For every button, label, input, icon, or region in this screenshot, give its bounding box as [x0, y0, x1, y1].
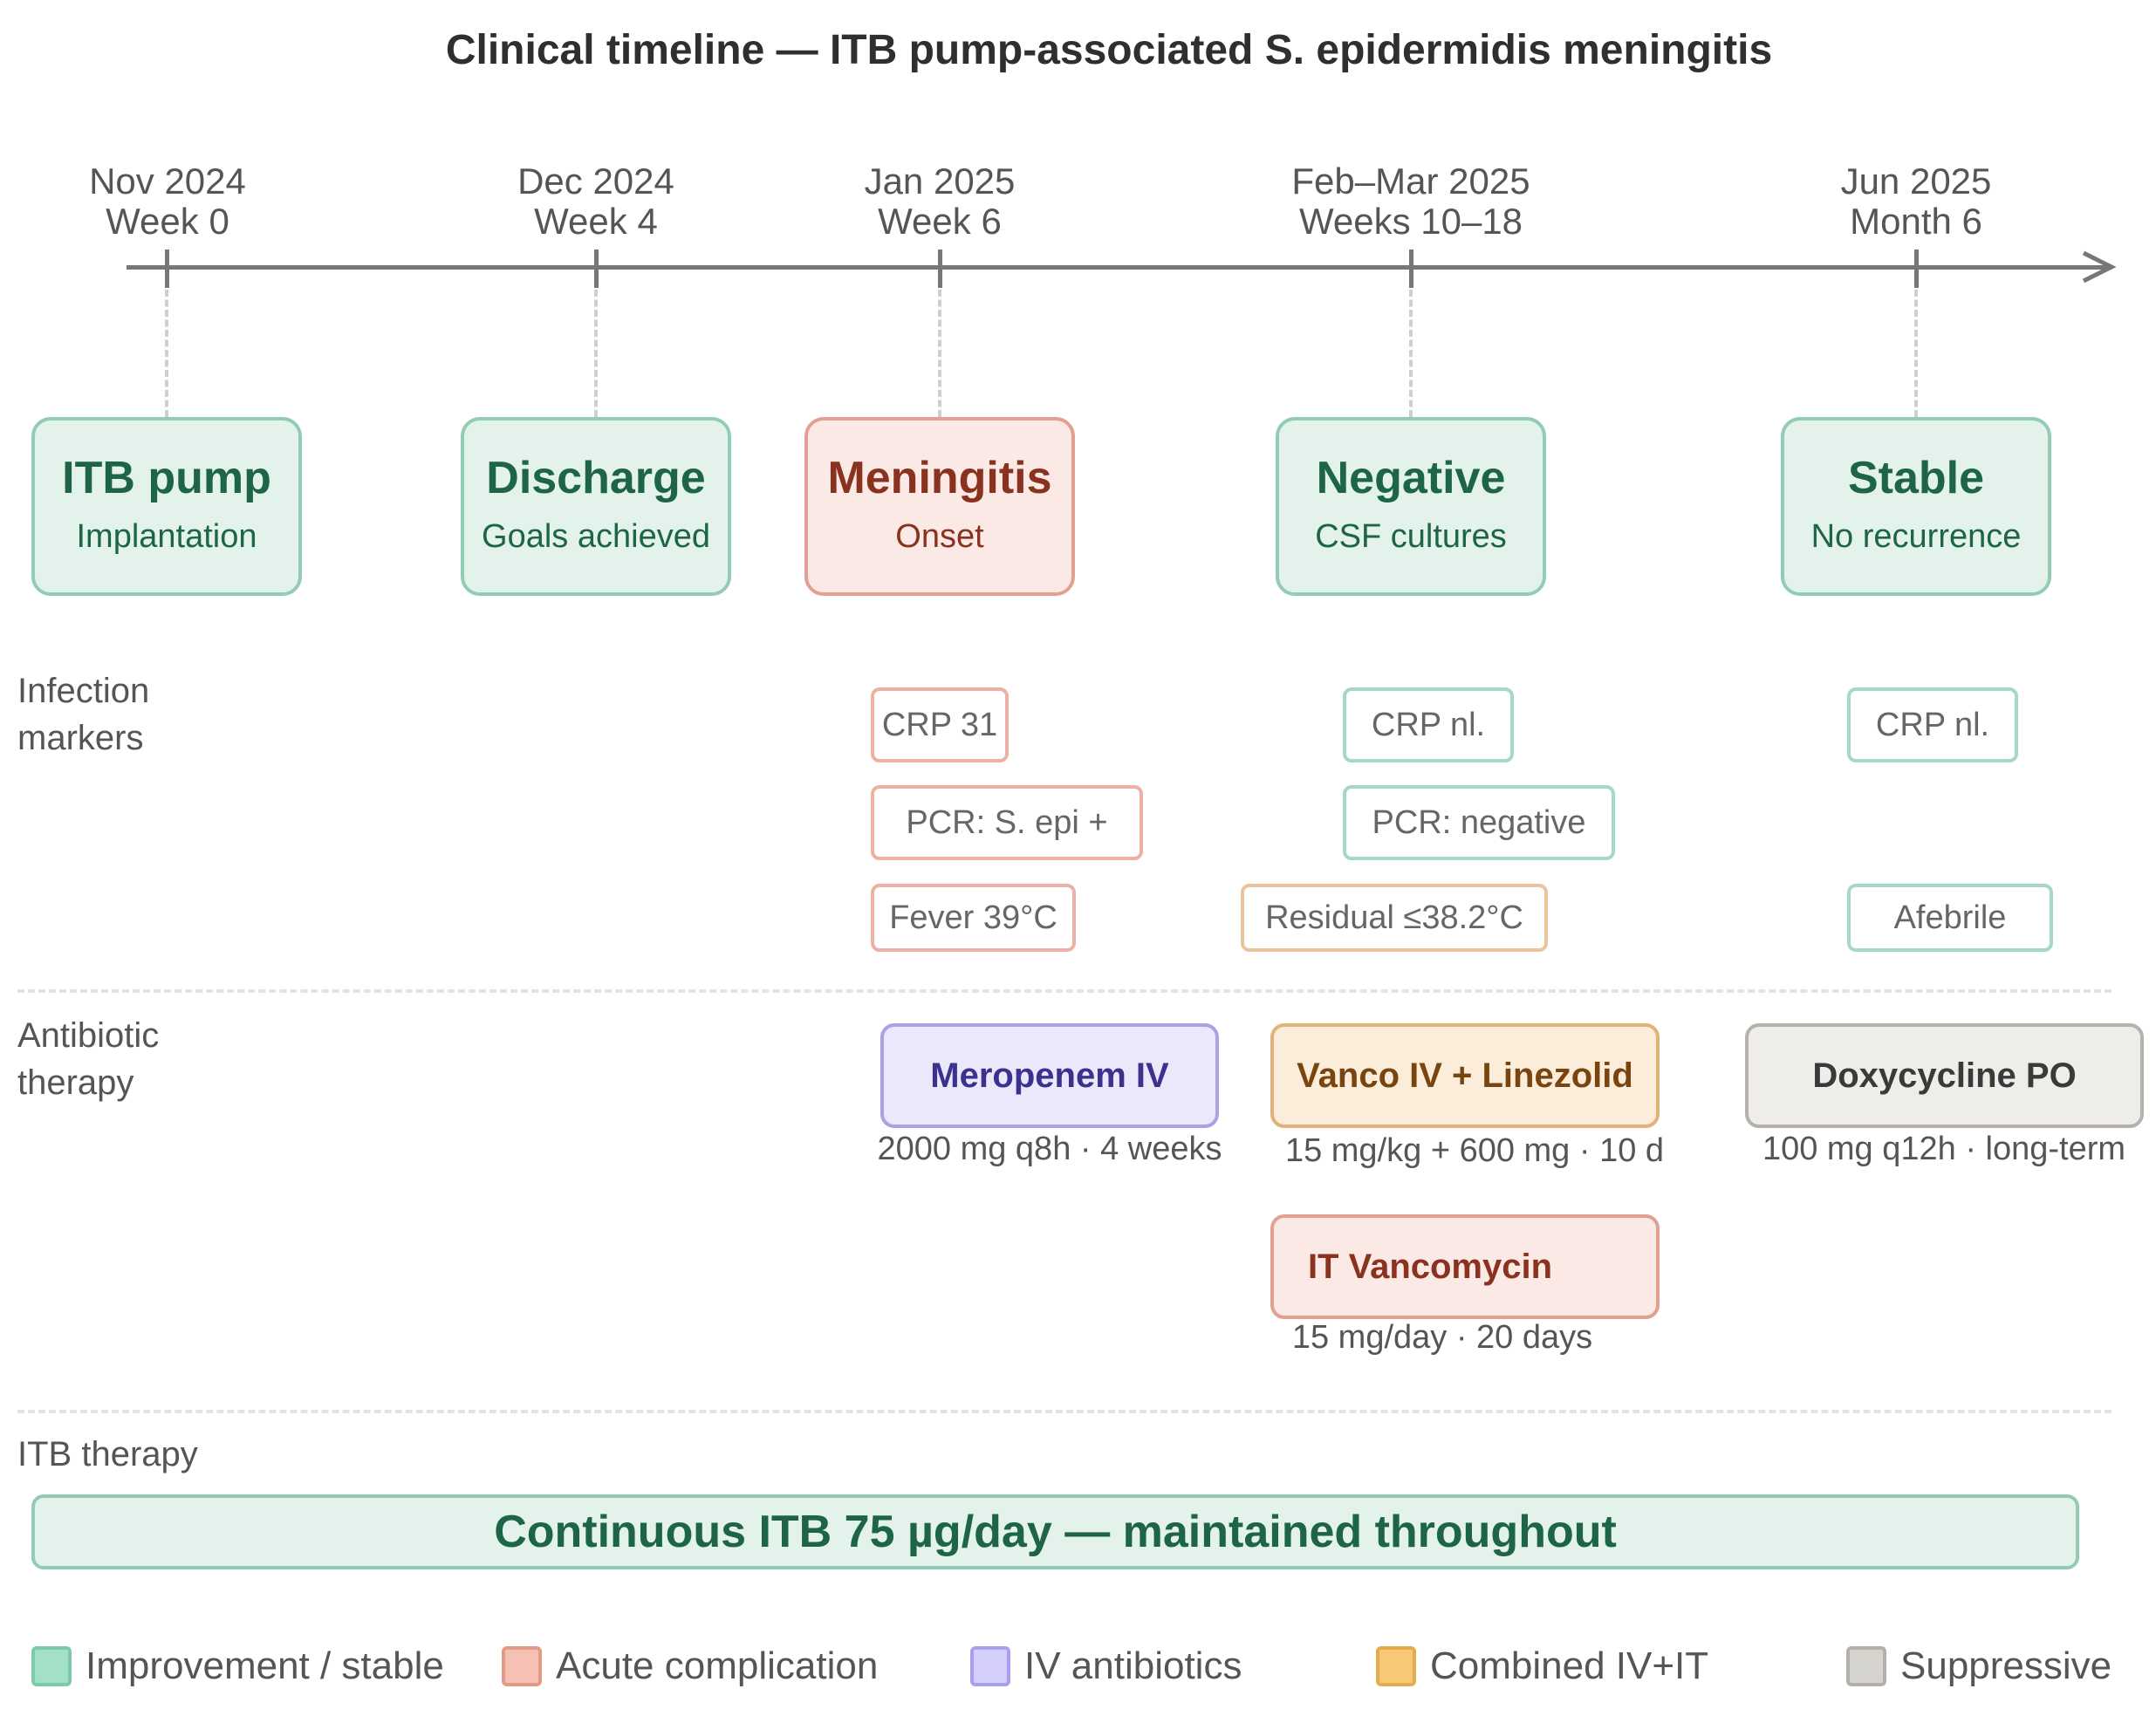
connector-line — [594, 290, 598, 417]
legend-label: Improvement / stable — [86, 1644, 444, 1687]
therapy-name: IT Vancomycin — [1307, 1247, 1553, 1286]
marker-crp: CRP 31 — [871, 687, 1009, 762]
diagram-title: Clinical timeline — ITB pump-associated … — [445, 27, 1773, 73]
tick-date: Feb–Mar 2025 — [1291, 161, 1530, 202]
legend-label: Suppressive — [1900, 1644, 2112, 1687]
tick-label: Weeks 10–18 — [1298, 201, 1523, 242]
row-label-infection-markers: Infection markers — [17, 667, 149, 762]
milestone-title: Discharge — [486, 453, 706, 503]
milestone-title: ITB pump — [62, 453, 271, 503]
tick-mark — [1914, 250, 1919, 288]
milestone-subtitle: CSF cultures — [1315, 518, 1507, 555]
milestone-itb-pump: ITB pump Implantation — [31, 417, 302, 596]
therapy-it-vancomycin: IT Vancomycin — [1270, 1214, 1660, 1319]
tick-date: Nov 2024 — [89, 161, 246, 202]
tick-mark — [938, 250, 942, 288]
milestone-title: Stable — [1847, 453, 1985, 503]
dose-vanco-linezolid: 15 mg/kg + 600 mg · 10 d — [1284, 1132, 1665, 1169]
tick-label: Week 4 — [534, 201, 658, 242]
milestone-title: Meningitis — [827, 453, 1052, 503]
dose-it-vancomycin: 15 mg/day · 20 days — [1291, 1319, 1593, 1356]
marker-fever: Fever 39°C — [871, 884, 1076, 952]
row-label-line: therapy — [17, 1063, 134, 1102]
tick-mark — [165, 250, 169, 288]
tick-date: Jan 2025 — [864, 161, 1016, 202]
marker-pcr: PCR: negative — [1343, 785, 1615, 860]
marker-fever: Afebrile — [1847, 884, 2053, 952]
tick-label: Week 0 — [106, 201, 229, 242]
itb-therapy-bar: Continuous ITB 75 µg/day — maintained th… — [31, 1494, 2079, 1569]
row-label-itb-therapy: ITB therapy — [17, 1435, 198, 1473]
marker-fever: Residual ≤38.2°C — [1241, 884, 1548, 952]
legend-swatch — [31, 1646, 72, 1686]
legend-item-acute: Acute complication — [502, 1644, 878, 1688]
legend-label: Acute complication — [556, 1644, 879, 1687]
legend-swatch — [970, 1646, 1010, 1686]
marker-crp: CRP nl. — [1343, 687, 1514, 762]
tick-mark — [1409, 250, 1413, 288]
section-divider — [17, 1410, 2112, 1413]
milestone-negative: Negative CSF cultures — [1276, 417, 1546, 596]
tick-week-6: Jan 2025 Week 6 — [756, 161, 1123, 242]
milestone-subtitle: Implantation — [76, 518, 257, 555]
tick-week-4: Dec 2024 Week 4 — [413, 161, 779, 242]
marker-pcr: PCR: S. epi + — [871, 785, 1143, 860]
dose-doxycycline: 100 mg q12h · long-term — [1762, 1131, 2126, 1167]
connector-line — [1914, 290, 1918, 417]
tick-month-6: Jun 2025 Month 6 — [1733, 161, 2099, 242]
milestone-title: Negative — [1316, 453, 1506, 503]
milestone-meningitis: Meningitis Onset — [804, 417, 1075, 596]
legend-swatch — [1846, 1646, 1886, 1686]
milestone-subtitle: Goals achieved — [482, 518, 710, 555]
milestone-subtitle: No recurrence — [1810, 518, 2022, 555]
legend-swatch — [502, 1646, 542, 1686]
legend-label: IV antibiotics — [1024, 1644, 1242, 1687]
legend-item-iv-antibiotics: IV antibiotics — [970, 1644, 1242, 1688]
section-divider — [17, 989, 2112, 993]
legend-swatch — [1376, 1646, 1416, 1686]
legend-item-suppressive: Suppressive — [1846, 1644, 2112, 1688]
milestone-discharge: Discharge Goals achieved — [461, 417, 731, 596]
dose-meropenem: 2000 mg q8h · 4 weeks — [877, 1131, 1222, 1167]
tick-mark — [594, 250, 599, 288]
row-label-line: Infection — [17, 672, 150, 710]
axis-arrow-icon — [2082, 250, 2117, 284]
connector-line — [938, 290, 941, 417]
marker-crp: CRP nl. — [1847, 687, 2018, 762]
legend-item-combined: Combined IV+IT — [1376, 1644, 1708, 1688]
legend-label: Combined IV+IT — [1430, 1644, 1709, 1687]
tick-week-0: Nov 2024 Week 0 — [0, 161, 351, 242]
tick-label: Month 6 — [1850, 201, 1982, 242]
connector-line — [165, 290, 168, 417]
milestone-stable: Stable No recurrence — [1781, 417, 2051, 596]
therapy-meropenem: Meropenem IV — [880, 1023, 1219, 1128]
legend-item-improvement: Improvement / stable — [31, 1644, 444, 1688]
milestone-subtitle: Onset — [895, 518, 984, 555]
tick-label: Week 6 — [878, 201, 1002, 242]
tick-date: Dec 2024 — [517, 161, 674, 202]
tick-weeks-10-18: Feb–Mar 2025 Weeks 10–18 — [1228, 161, 1594, 242]
timeline-axis — [127, 265, 2107, 270]
connector-line — [1409, 290, 1413, 417]
row-label-antibiotic-therapy: Antibiotic therapy — [17, 1012, 159, 1106]
row-label-line: Antibiotic — [17, 1016, 160, 1055]
row-label-line: markers — [17, 719, 144, 757]
therapy-doxycycline: Doxycycline PO — [1745, 1023, 2144, 1128]
tick-date: Jun 2025 — [1840, 161, 1992, 202]
therapy-vanco-linezolid: Vanco IV + Linezolid — [1270, 1023, 1660, 1128]
